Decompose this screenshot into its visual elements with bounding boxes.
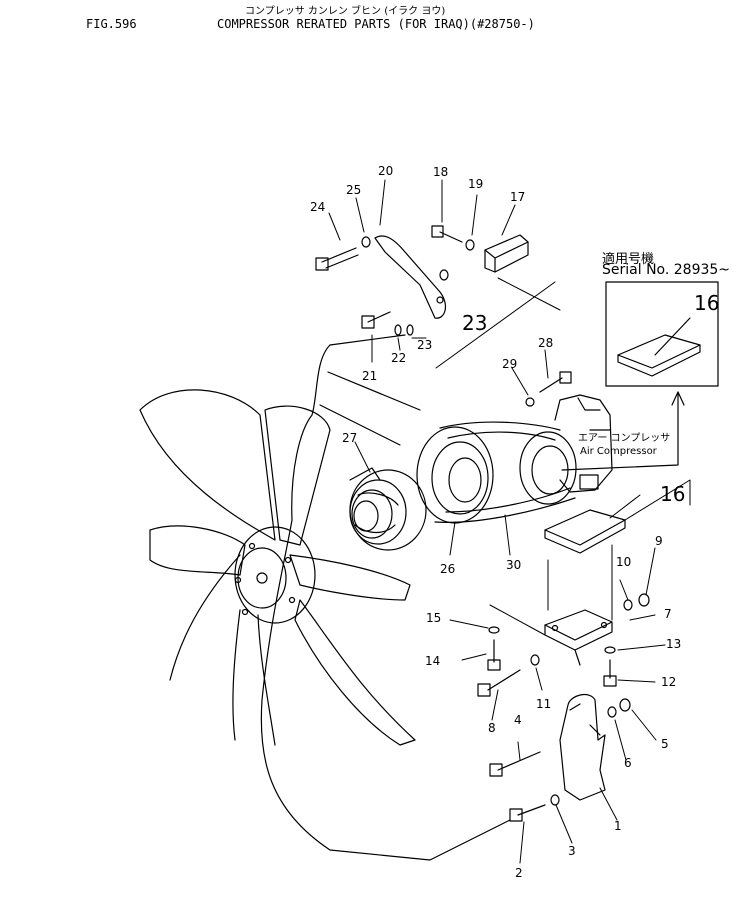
part-24: 24 [310,200,325,214]
support-bracket [559,693,606,801]
part-15: 15 [426,611,441,625]
part-16-variant: 16 [694,291,719,315]
part-1: 1 [614,819,622,833]
compressor-belt [416,421,577,524]
serial-label-japanese: 適用号機 [602,252,655,267]
part-29: 29 [502,357,517,371]
air-compressor-label-japanese: エアー コンプレッサ [578,432,670,444]
part-7: 7 [664,607,672,621]
part-8: 8 [488,721,496,735]
part-16: 16 [660,482,685,506]
part-3: 3 [568,844,576,858]
air-compressor [554,394,613,493]
part-9: 9 [655,534,663,548]
part-23-large: 23 [462,311,487,335]
part-21: 21 [362,369,377,383]
part-2: 2 [515,866,523,880]
figure-title: COMPRESSOR RERATED PARTS (FOR IRAQ)(#287… [217,17,535,31]
part-26: 26 [440,562,455,576]
part-23: 23 [417,338,432,352]
part-30: 30 [506,558,521,572]
part-12: 12 [661,675,676,689]
serial-number-label: Serial No. 28935~ [602,262,731,278]
part-4: 4 [514,713,522,727]
part-5: 5 [661,737,669,751]
part-10: 10 [616,555,631,569]
fasteners [315,225,650,822]
spacer-plate [544,509,626,554]
part-27: 27 [342,431,357,445]
air-compressor-label: Air Compressor [580,446,658,457]
part-19: 19 [468,177,483,191]
engine-outline [260,334,511,861]
part-callouts: 1 2 3 4 5 6 7 8 9 10 11 12 13 14 15 16 1… [310,164,719,880]
crank-pulley [349,467,427,551]
part-11: 11 [536,697,551,711]
part-28: 28 [538,336,553,350]
part-13: 13 [666,637,681,651]
mounting-brackets [374,234,529,319]
part-14: 14 [425,654,440,668]
leader-lines [328,179,691,864]
compressor-bracket [544,609,613,666]
part-6: 6 [624,756,632,770]
cooling-fan [139,389,416,746]
part-25: 25 [346,183,361,197]
figure-number: FIG.596 [86,17,137,31]
part-22: 22 [391,351,406,365]
part-18: 18 [433,165,448,179]
serial-variant-box [561,281,719,471]
figure-title-japanese: コンプレッサ カンレン ブヒン (イラク ヨウ) [245,6,446,17]
part-17: 17 [510,190,525,204]
part-20: 20 [378,164,393,178]
